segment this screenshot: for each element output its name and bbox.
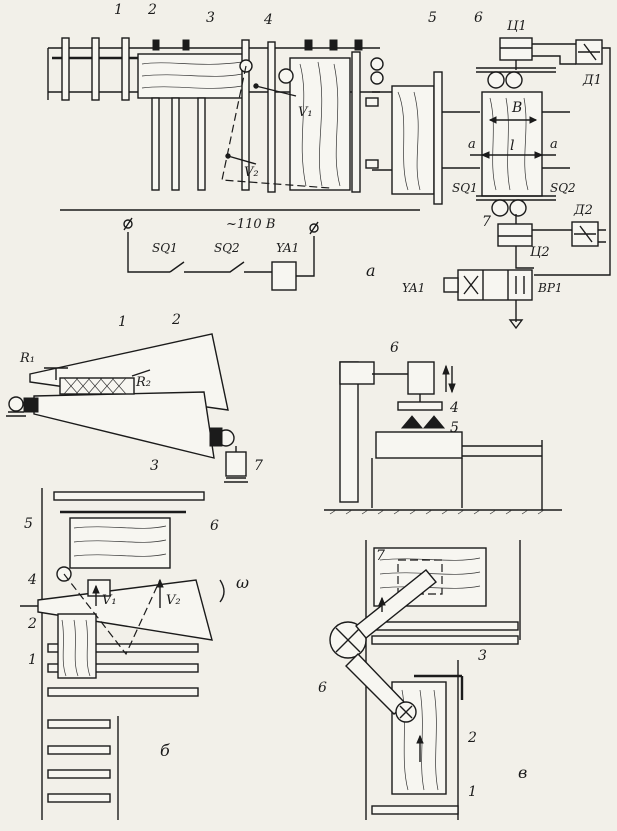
label-b-r1: R₁ (19, 351, 35, 366)
v1-vector (255, 85, 297, 97)
coil-ya1 (271, 261, 297, 291)
figure-a-letter: а (366, 261, 376, 280)
distributor-bp1 (457, 269, 533, 301)
label-s-6: 6 (210, 518, 219, 534)
figure-b: 5 6 4 2 1 V₁ V₂ ω б (20, 488, 249, 820)
control-circuit (123, 217, 319, 291)
label-a-c2: Ц2 (530, 245, 550, 260)
label-a-ya1: YA1 (402, 281, 425, 295)
plate-4 (397, 401, 443, 411)
board-b-5 (69, 517, 171, 569)
label-a-sq2: SQ2 (550, 181, 576, 195)
roller-7b (509, 199, 527, 217)
label-s-v2: V₂ (166, 593, 181, 608)
turn-path (221, 65, 331, 189)
label-s-v1: V₁ (102, 593, 117, 608)
stop-5 (433, 71, 443, 205)
figure-a: 1 2 3 4 5 6 Ц1 Д1 V₁ V₂ B l a a SQ1 SQ2 … (47, 2, 611, 330)
label-v-7: 7 (376, 548, 385, 564)
label-b-2: 2 (171, 312, 181, 328)
label-a-d1: Д1 (582, 73, 602, 88)
v2-vector (227, 155, 257, 165)
turn-path-b (63, 573, 161, 656)
label-s-4: 4 (27, 572, 37, 588)
cone-2 (29, 333, 229, 411)
label-a-sq1: SQ1 (452, 181, 478, 195)
roller-6b (505, 71, 523, 89)
label-c-ya1: YA1 (276, 241, 299, 255)
label-a-c1: Ц1 (507, 19, 527, 34)
clamp-5 (400, 415, 446, 429)
pusher-roller (278, 68, 294, 84)
board-outfeed (391, 85, 435, 195)
board-b-1 (57, 613, 97, 679)
label-s-omega: ω (236, 573, 249, 592)
cylinder-7 (225, 451, 247, 477)
pivot-b-4 (56, 566, 72, 582)
label-v-2: 2 (467, 730, 477, 746)
label-a-v2: V₂ (244, 165, 259, 180)
label-c-sq1: SQ1 (152, 241, 178, 255)
lever-arm-6 (345, 652, 408, 715)
label-s-1: 1 (28, 652, 37, 668)
label-m-4: 4 (449, 400, 459, 416)
infeed-rollers (61, 37, 190, 101)
lever-arm-7 (355, 569, 437, 639)
label-a-1: 1 (114, 2, 123, 18)
label-v-3: 3 (478, 648, 487, 664)
label-b-r2: R₂ (135, 375, 151, 390)
conveyor-b-rollers (47, 491, 205, 803)
label-a-7: 7 (482, 214, 491, 230)
label-b-7: 7 (254, 458, 263, 474)
label-b-1: 1 (118, 314, 127, 330)
label-a-d2: Д2 (573, 203, 593, 218)
figure-lifting-device: 6 4 5 (324, 340, 562, 515)
label-a-2: 2 (147, 2, 157, 18)
figure-v: 7 3 6 2 1 в (318, 540, 527, 820)
main-rollers (151, 39, 363, 193)
label-a-6: 6 (474, 10, 483, 26)
roller-6a (487, 71, 505, 89)
drive-head (407, 361, 435, 395)
label-a-4: 4 (263, 12, 273, 28)
board-turned (289, 57, 351, 191)
label-a-5: 5 (428, 10, 437, 26)
figure-b-letter: б (160, 741, 170, 760)
label-m-6: 6 (390, 340, 399, 356)
cone-b (37, 579, 213, 641)
label-a-bp1: ВР1 (537, 281, 563, 295)
label-a-B: B (511, 100, 522, 116)
label-m-5: 5 (450, 420, 459, 436)
label-a-3: 3 (206, 10, 215, 26)
label-a-l: l (510, 138, 514, 154)
machine-bed (375, 431, 463, 459)
label-b-3: 3 (150, 458, 159, 474)
label-s-5: 5 (24, 516, 33, 532)
label-a-a-right: a (550, 137, 558, 152)
label-a-a-left: a (468, 137, 476, 152)
cylinder-c1 (499, 37, 533, 61)
cylinder-c2 (497, 223, 533, 247)
label-voltage: ~110 В (226, 217, 275, 232)
label-v-1: 1 (468, 784, 477, 800)
cone-3 (33, 391, 215, 459)
roller-7a (491, 199, 509, 217)
label-a-v1: V₁ (298, 105, 313, 120)
label-c-sq2: SQ2 (214, 241, 240, 255)
figure-conical-rollers: R₁ R₂ 1 2 3 7 (6, 312, 263, 483)
label-v-6: 6 (318, 680, 327, 696)
figure-v-letter: в (518, 763, 527, 782)
label-s-2: 2 (27, 616, 37, 632)
